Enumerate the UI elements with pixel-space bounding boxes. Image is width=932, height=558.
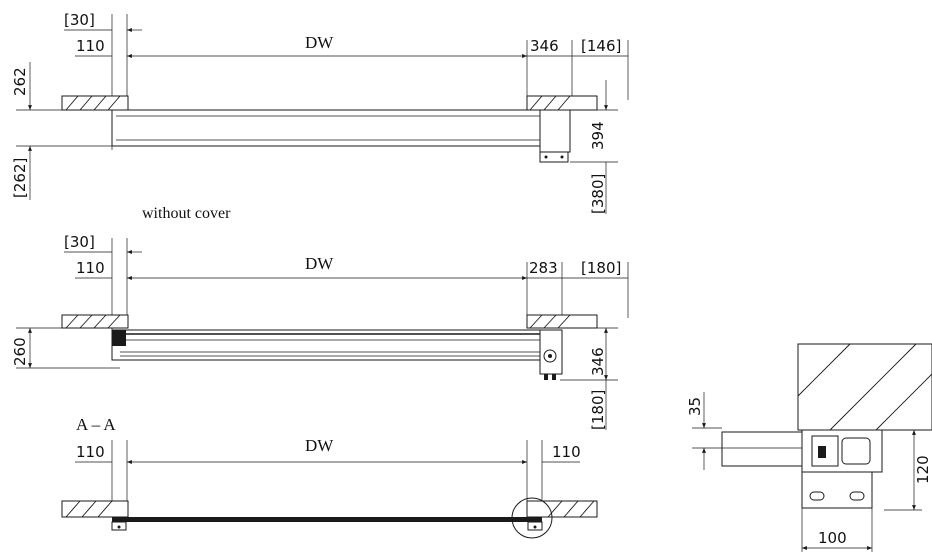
detail-marker-circle [511, 497, 553, 539]
middle-right-offset-bracket: [180] [581, 259, 621, 277]
top-dimension-lines [16, 14, 629, 214]
detail-dim-100: 100 [818, 529, 847, 547]
middle-left-offset: 110 [76, 259, 105, 277]
top-left-offset-bracket: [30] [64, 11, 95, 29]
top-wall-right [526, 95, 598, 111]
top-left-offset: 110 [76, 37, 105, 55]
top-right-offset: 346 [530, 37, 559, 55]
top-operator-body [111, 109, 571, 163]
top-height-left: 262 [11, 67, 29, 96]
middle-operator-rail [111, 329, 563, 380]
middle-dw-label: DW [305, 254, 334, 273]
section-wall-left [61, 500, 129, 518]
top-right-offset-bracket: [146] [581, 37, 621, 55]
middle-wall-left [61, 314, 129, 329]
labels: [30] 110 DW 346 [146] 262 [262] 394 [380… [11, 11, 932, 547]
detail-dimension-lines [692, 392, 922, 552]
section-profile [111, 517, 543, 531]
section-caption: A – A [76, 415, 116, 434]
middle-right-offset: 283 [529, 259, 558, 277]
section-wall-right [526, 500, 598, 518]
section-dw-label: DW [305, 436, 334, 455]
middle-view [16, 238, 629, 430]
detail-view [692, 343, 932, 552]
middle-wall-right [526, 314, 598, 329]
detail-dim-120: 120 [914, 455, 932, 484]
detail-dim-35: 35 [686, 397, 704, 416]
top-view [16, 14, 629, 214]
middle-height-right: 346 [589, 347, 607, 376]
middle-height-left: 260 [11, 337, 29, 366]
top-wall-left [61, 95, 129, 111]
top-height-right-bracket: [380] [589, 174, 607, 214]
middle-caption: without cover [142, 205, 231, 222]
top-dw-label: DW [305, 33, 334, 52]
section-left-offset: 110 [76, 443, 105, 461]
detail-profile [721, 429, 883, 509]
middle-left-offset-bracket: [30] [64, 233, 95, 251]
middle-height-right-bracket: [180] [589, 390, 607, 430]
top-height-right: 394 [589, 121, 607, 150]
section-right-offset: 110 [552, 443, 581, 461]
section-view [61, 440, 598, 539]
detail-wall [797, 343, 932, 431]
top-height-left-bracket: [262] [11, 158, 29, 198]
